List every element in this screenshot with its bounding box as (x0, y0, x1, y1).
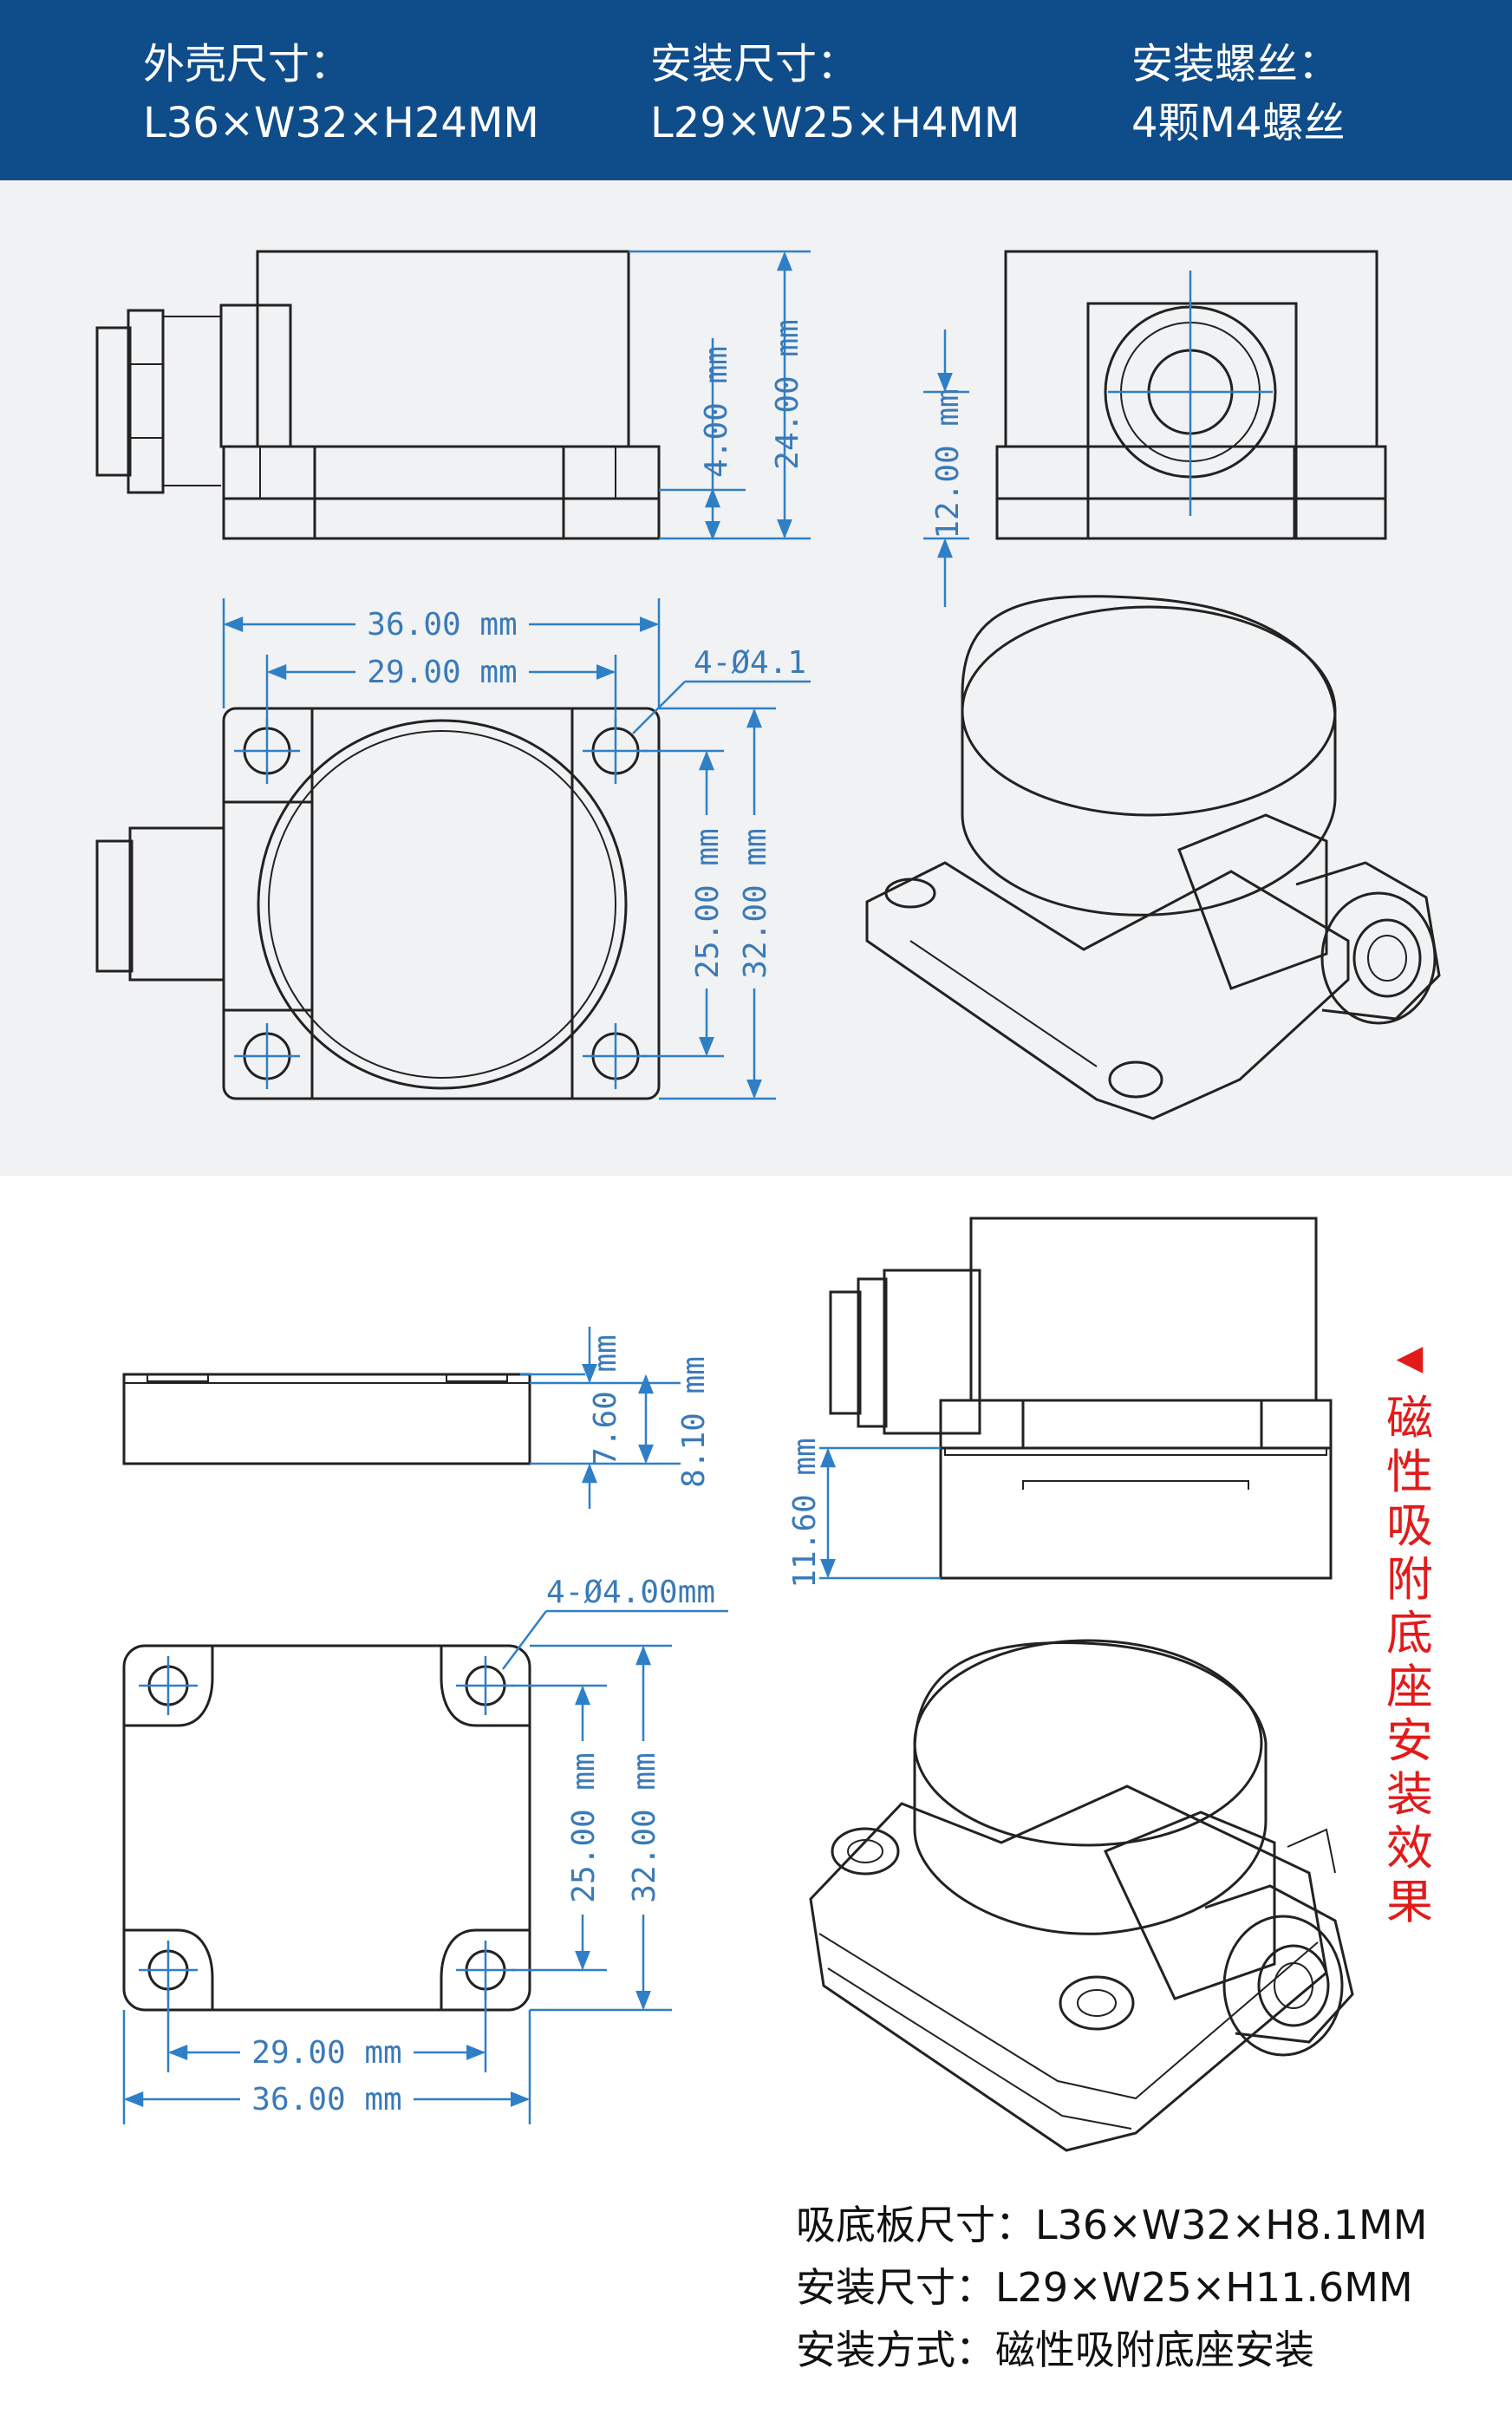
plate-dim-width: 32.00 mm (627, 1752, 662, 1902)
housing-size-value: L36×W32×H24MM (143, 99, 539, 147)
dim-total-height: 24.00 mm (770, 319, 805, 469)
plate-dim-length: 36.00 mm (251, 2082, 401, 2117)
assembly-side-dimensions: 11.60 mm (787, 1438, 941, 1589)
side-label-char: 磁 (1386, 1391, 1433, 1445)
dim-plate-a: 7.60 mm (588, 1334, 623, 1466)
isometric-assembly (809, 1639, 1354, 2152)
plate-plan-dimensions: 4-Ø4.00mm 25.00 mm 32.00 mm 29.00 mm 36.… (122, 1575, 728, 2124)
spec-header: 外壳尺寸： L36×W32×H24MM 安装尺寸： L29×W25×H4MM 安… (0, 0, 1512, 180)
mounting-method: 安装方式：磁性吸附底座安装 (796, 2326, 1314, 2373)
side-label-char: 附 (1386, 1552, 1433, 1607)
mounting-size: 安装尺寸： L29×W25×H4MM (650, 35, 1020, 153)
housing-size: 外壳尺寸： L36×W32×H24MM (143, 35, 539, 153)
mounting-screws: 安装螺丝： 4颗M4螺丝 (1131, 35, 1346, 153)
housing-size-title: 外壳尺寸： (143, 40, 352, 88)
dim-plate-b: 8.10 mm (676, 1356, 712, 1488)
assembly-side-view (829, 1217, 1333, 1580)
side-label-char: 吸 (1386, 1498, 1433, 1553)
front-view-sensor: 12.00 mm (923, 250, 1387, 607)
side-label-char: 座 (1386, 1660, 1433, 1714)
isometric-sensor (865, 595, 1441, 1120)
plate-dim-hole-spacing-y: 25.00 mm (566, 1752, 602, 1902)
side-view-sensor (95, 250, 661, 540)
plate-size: 吸底板尺寸：L36×W32×H8.1MM (796, 2202, 1428, 2248)
plate-side-view (122, 1373, 531, 1465)
magnetic-base-label: ◀ 磁 性 吸 附 底 座 安 装 效 果 (1384, 1331, 1436, 1929)
plate-side-dimensions: 7.60 mm 8.10 mm (520, 1327, 712, 1509)
plan-view-dimensions: 36.00 mm 29.00 mm 4-Ø4.1 25.00 mm 32.00 … (222, 598, 811, 1100)
dim-width: 32.00 mm (738, 828, 773, 978)
dim-hole-spacing-y: 25.00 mm (690, 828, 726, 978)
side-label-char: 果 (1386, 1875, 1433, 1929)
side-label-char: 性 (1386, 1445, 1433, 1499)
plate-hole-callout: 4-Ø4.00mm (546, 1575, 715, 1610)
side-label-char: 底 (1386, 1606, 1433, 1660)
dim-center-height: 12.00 mm (930, 388, 966, 538)
arrow-left-icon: ◀ (1396, 1338, 1424, 1378)
mounting-size-value: L29×W25×H4MM (650, 99, 1020, 147)
side-label-char: 效 (1386, 1821, 1433, 1876)
base-specs: 吸底板尺寸：L36×W32×H8.1MM 安装尺寸：L29×W25×H11.6M… (796, 2194, 1427, 2381)
plan-view-sensor (95, 707, 661, 1100)
plate-plan-view (122, 1644, 531, 2012)
plate-dim-hole-spacing-x: 29.00 mm (251, 2035, 401, 2071)
dim-hole-spacing-x: 29.00 mm (367, 655, 517, 690)
mounting-screws-title: 安装螺丝： (1131, 40, 1340, 88)
dim-length: 36.00 mm (367, 607, 517, 643)
mounting-size-title: 安装尺寸： (650, 40, 859, 88)
dim-base-height: 4.00 mm (699, 346, 734, 478)
hole-callout: 4-Ø4.1 (694, 645, 806, 681)
mounting-size-base: 安装尺寸：L29×W25×H11.6MM (796, 2264, 1413, 2311)
side-label-char: 装 (1386, 1767, 1433, 1822)
side-label-char: 安 (1386, 1713, 1433, 1768)
dim-assembly-height: 11.60 mm (787, 1438, 823, 1588)
side-view-dimensions: 24.00 mm 4.00 mm (629, 250, 811, 541)
mounting-screws-value: 4颗M4螺丝 (1131, 99, 1346, 147)
